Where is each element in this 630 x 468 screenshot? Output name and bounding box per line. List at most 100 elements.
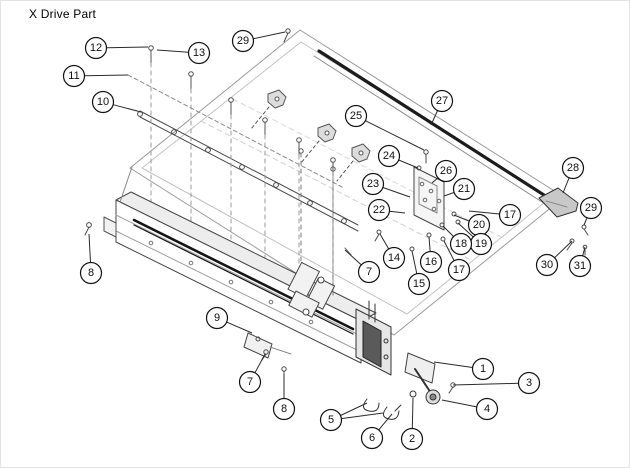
deck-seam-2 [232, 98, 502, 238]
callout-number-16: 16 [425, 256, 437, 268]
tension-bracket-plate [344, 149, 461, 256]
callout-number-17: 17 [453, 264, 465, 276]
callout-balloon-11 [62, 64, 86, 88]
callout-number-4: 4 [484, 403, 490, 415]
callout-balloon-17 [498, 203, 522, 227]
callout-balloon-2 [400, 427, 424, 451]
callout-leader-7 [344, 249, 362, 266]
callout-balloon-26 [434, 159, 458, 183]
callout-leader-18 [442, 225, 454, 237]
guide-rod [317, 49, 560, 206]
cable-loops [363, 398, 402, 420]
callout-number-10: 10 [97, 96, 109, 108]
callout-balloon-30 [535, 253, 559, 277]
upper-guide-dashed [127, 74, 343, 188]
callout-balloon-9 [205, 306, 229, 330]
callout-number-22: 22 [373, 204, 385, 216]
callout-leader-22 [389, 210, 406, 214]
callout-number-19: 19 [475, 238, 487, 250]
page-title: X Drive Part [29, 7, 97, 21]
callout-leader-5 [340, 402, 368, 416]
carriage-assembly [287, 262, 336, 318]
callout-leader-3 [452, 382, 519, 386]
callout-number-28: 28 [567, 162, 579, 174]
callout-balloon-10 [91, 90, 115, 114]
callout-number-29: 29 [585, 202, 597, 214]
callout-balloon-31 [568, 254, 592, 278]
callout-leader-29 [253, 31, 286, 40]
corner-plate [538, 187, 579, 218]
callout-number-26: 26 [440, 165, 452, 177]
callout-leader-14 [379, 233, 390, 250]
screw-top-right [283, 28, 291, 43]
callout-number-9: 9 [214, 312, 220, 324]
callout-leader-2 [411, 397, 414, 429]
callout-balloon-25 [344, 104, 368, 128]
callout-leader-30 [554, 240, 573, 259]
callout-balloon-17 [447, 258, 471, 282]
callout-balloon-23 [361, 172, 385, 196]
callout-leader-27 [430, 110, 439, 126]
callout-leader-29 [583, 217, 588, 226]
callout-number-11: 11 [68, 70, 79, 82]
callout-balloon-1 [471, 357, 495, 381]
deck-seam-1 [200, 120, 470, 260]
callout-number-6: 6 [369, 432, 375, 444]
callout-balloon-14 [382, 246, 406, 270]
right-end-plate [355, 300, 392, 376]
callout-number-18: 18 [455, 238, 467, 250]
callout-leader-4 [441, 399, 477, 408]
callout-number-3: 3 [526, 377, 532, 389]
callout-number-7: 7 [247, 376, 253, 388]
callout-balloon-8 [272, 397, 296, 421]
callout-number-20: 20 [473, 219, 485, 231]
callout-number-15: 15 [413, 278, 425, 290]
callout-leader-6 [378, 413, 393, 431]
callout-balloon-29 [579, 196, 603, 220]
callout-leader-8 [88, 233, 91, 263]
callout-balloon-28 [561, 156, 585, 180]
callout-balloon-21 [452, 177, 476, 201]
callout-number-21: 21 [458, 183, 470, 195]
machine-drawing [84, 28, 589, 420]
callout-balloon-6 [360, 426, 384, 450]
callout-leader-15 [411, 250, 418, 274]
callout-leader-7 [254, 353, 266, 373]
chassis-beam [115, 166, 377, 364]
callout-leader-13 [156, 49, 189, 53]
callout-leader-1 [433, 361, 473, 368]
callout-number-24: 24 [383, 150, 395, 162]
right-fasteners [566, 224, 589, 256]
callout-balloon-7 [357, 260, 381, 284]
callout-number-8: 8 [281, 403, 287, 415]
callout-number-13: 13 [193, 47, 205, 59]
callout-number-12: 12 [90, 42, 102, 54]
callout-leader-12 [106, 46, 149, 49]
callout-leader-9 [226, 321, 253, 334]
clip-brackets [250, 89, 371, 182]
callout-number-5: 5 [328, 414, 334, 426]
callout-leader-28 [562, 177, 570, 194]
callout-balloon-22 [367, 198, 391, 222]
callout-number-27: 27 [436, 95, 448, 107]
callout-balloon-3 [517, 371, 541, 395]
callout-leader-25 [365, 120, 425, 151]
middle-shafts [298, 148, 336, 298]
left-foot-screw [84, 216, 117, 238]
callout-number-25: 25 [350, 110, 362, 122]
callout-balloon-24 [377, 144, 401, 168]
callout-number-30: 30 [541, 259, 553, 271]
callout-number-8: 8 [88, 267, 94, 279]
perforated-rail [137, 110, 359, 232]
callout-balloon-16 [419, 250, 443, 274]
callout-leader-17 [443, 240, 455, 261]
callout-balloon-5 [319, 408, 343, 432]
callout-number-2: 2 [409, 433, 415, 445]
callout-balloon-4 [475, 397, 499, 421]
callout-leader-21 [443, 192, 455, 197]
callout-leader-20 [453, 214, 470, 222]
callout-balloon-29 [231, 29, 255, 53]
callout-leader-5 [341, 412, 384, 420]
motor-assembly [404, 352, 456, 405]
